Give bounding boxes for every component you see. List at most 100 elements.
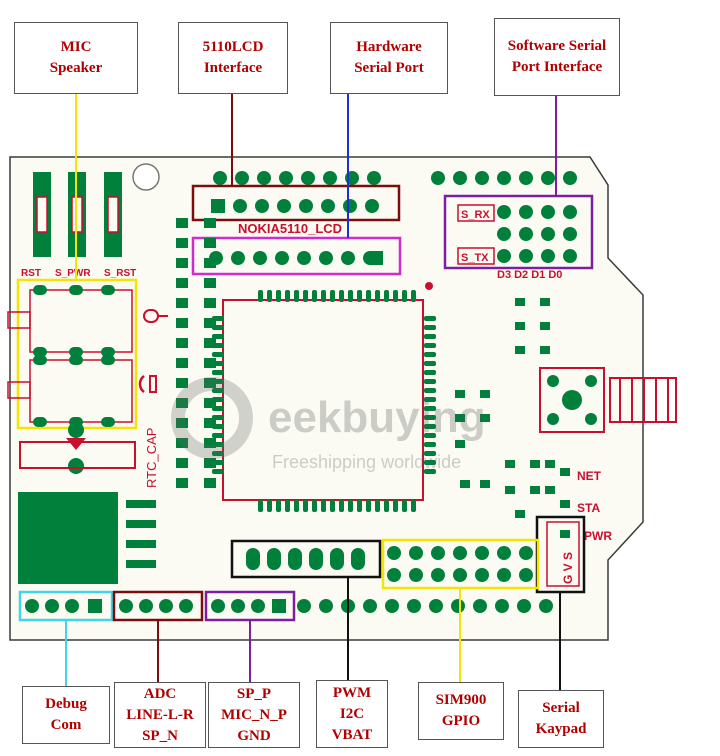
lcd-pin xyxy=(233,199,247,213)
smd-pad xyxy=(460,480,470,488)
jack-pad xyxy=(69,285,83,295)
bottom-pin xyxy=(429,599,443,613)
mic-icon xyxy=(143,309,168,323)
right-button-pads xyxy=(547,375,597,425)
jack-pad xyxy=(69,347,83,357)
chip-pin xyxy=(285,500,290,512)
chip-pin xyxy=(424,352,436,357)
chip-pin xyxy=(375,290,380,302)
chip-pin xyxy=(212,460,224,465)
header-pin xyxy=(541,171,555,185)
chip-pin xyxy=(366,290,371,302)
rtc-cap-label: RTC_CAP xyxy=(144,428,159,488)
left-header-column xyxy=(176,218,216,488)
chip-pin xyxy=(312,290,317,302)
leader-lines xyxy=(65,92,561,690)
left-pad xyxy=(176,278,188,288)
smd-pad xyxy=(560,500,570,508)
header-pin xyxy=(213,171,227,185)
watermark-tagline: Freeshipping worldwide xyxy=(272,452,461,472)
smd-pad xyxy=(505,486,515,494)
s-pwr-label: S_PWR xyxy=(55,268,91,279)
bottom-pin xyxy=(211,599,225,613)
left-pad xyxy=(176,438,188,448)
bottom-pin xyxy=(385,599,399,613)
jack-pad xyxy=(33,355,47,365)
sws-pin xyxy=(541,249,555,263)
chip-pin xyxy=(267,290,272,302)
sim-pin xyxy=(453,546,467,560)
serial-pin xyxy=(253,251,267,265)
bottom-pin xyxy=(231,599,245,613)
chip-pin xyxy=(424,406,436,411)
smd-pad xyxy=(560,530,570,538)
cap-lead xyxy=(126,540,156,548)
serial-pin xyxy=(369,251,383,265)
bottom-header-pins xyxy=(25,599,553,613)
net-label: NET xyxy=(577,469,602,483)
header-pin xyxy=(323,171,337,185)
sim900-pins xyxy=(387,546,533,582)
diode xyxy=(19,422,136,474)
jack-pad xyxy=(101,355,115,365)
chip-pin xyxy=(303,290,308,302)
chip-pin xyxy=(411,500,416,512)
chip-pin xyxy=(212,451,224,456)
edge-connector xyxy=(609,377,677,423)
jack-pad xyxy=(101,417,115,427)
smd-pad xyxy=(515,322,525,330)
smd-pad xyxy=(480,390,490,398)
left-pad xyxy=(176,318,188,328)
sim-pin xyxy=(387,546,401,560)
hardware-serial-box xyxy=(191,236,402,276)
chip-pin xyxy=(424,433,436,438)
gvs-pad xyxy=(546,521,580,587)
nokia-label: NOKIA5110_LCD xyxy=(238,221,342,236)
left-pad xyxy=(204,358,216,368)
software-serial-box xyxy=(443,194,594,270)
chip-pin xyxy=(212,397,224,402)
left-pad xyxy=(176,338,188,348)
left-pad xyxy=(204,418,216,428)
smd-pad xyxy=(455,414,465,422)
header-pin xyxy=(453,171,467,185)
sim-pin xyxy=(431,568,445,582)
bottom-pin xyxy=(297,599,311,613)
s-tx-label: S_TX xyxy=(461,252,489,264)
headphone-icon xyxy=(138,375,157,393)
chip-pin xyxy=(212,388,224,393)
smd-pad xyxy=(540,298,550,306)
sws-pin xyxy=(497,205,511,219)
sws-pin xyxy=(519,249,533,263)
s-tx-pad xyxy=(457,247,495,265)
chip-pin xyxy=(321,290,326,302)
smd-pad xyxy=(515,346,525,354)
pwm-pins xyxy=(246,548,365,570)
smd-pad xyxy=(455,390,465,398)
chip-pin xyxy=(348,290,353,302)
pwm-pin xyxy=(267,548,281,570)
sim-pin xyxy=(387,568,401,582)
left-pad xyxy=(176,238,188,248)
chip-pin xyxy=(357,290,362,302)
serial-pin xyxy=(297,251,311,265)
left-pad xyxy=(204,318,216,328)
chip-pin xyxy=(258,500,263,512)
left-pad xyxy=(204,278,216,288)
bottom-pin xyxy=(272,599,286,613)
chip-pin xyxy=(424,415,436,420)
chip-pin xyxy=(424,388,436,393)
bottom-pin xyxy=(473,599,487,613)
mount-hole xyxy=(132,163,160,191)
rst-label: RST xyxy=(21,268,41,279)
watermark-brand: eekbuying xyxy=(268,393,486,442)
chip-pin xyxy=(384,290,389,302)
sim-pin xyxy=(497,568,511,582)
chip-pin xyxy=(212,316,224,321)
s-rst-label: S_RST xyxy=(104,268,136,279)
